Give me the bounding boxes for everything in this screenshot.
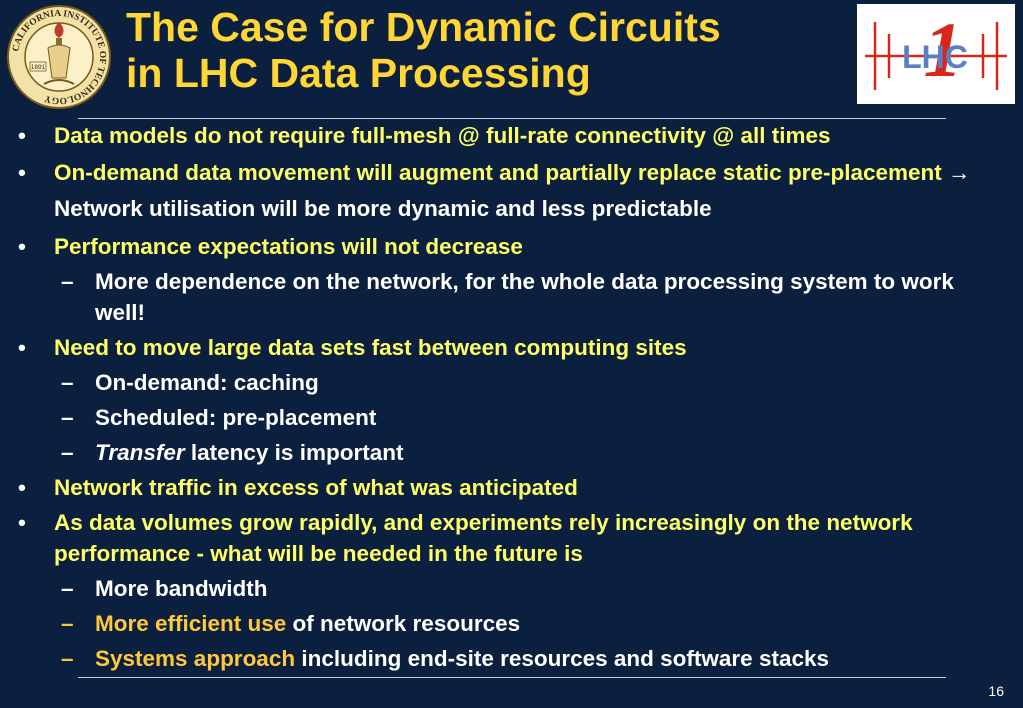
bullet-marker: • <box>18 234 26 259</box>
page-number: 16 <box>988 683 1004 699</box>
bullet-text: Performance expectations will not decrea… <box>54 234 523 259</box>
bullet-marker: • <box>18 335 26 360</box>
sub-list-item: – On-demand: caching <box>14 367 1004 398</box>
sub-list-item: – Transfer latency is important <box>14 437 1004 468</box>
dash-marker: – <box>61 646 74 671</box>
list-item: • Performance expectations will not decr… <box>14 231 1004 262</box>
title-line-2: in LHC Data Processing <box>126 50 591 96</box>
title-line-1: The Case for Dynamic Circuits <box>126 4 721 50</box>
bullet-text: Network traffic in excess of what was an… <box>54 475 578 500</box>
sub-item-text: More bandwidth <box>95 576 268 601</box>
dash-marker: – <box>61 440 74 465</box>
bullet-text: Data models do not require full-mesh @ f… <box>54 123 831 148</box>
list-item: • As data volumes grow rapidly, and expe… <box>14 507 1004 569</box>
sub-item-text: More dependence on the network, for the … <box>95 269 954 325</box>
arrow-icon: → <box>948 160 971 185</box>
bullet-marker: • <box>18 160 26 185</box>
bullet-marker: • <box>18 510 26 535</box>
bullet-text: Need to move large data sets fast betwee… <box>54 335 687 360</box>
sub-item-text: latency is important <box>184 440 404 465</box>
sub-item-text: including end-site resources and softwar… <box>295 646 830 671</box>
bullet-text: As data volumes grow rapidly, and experi… <box>54 510 913 566</box>
sub-item-text: of network resources <box>286 611 521 636</box>
sub-list-item: – Systems approach including end-site re… <box>14 643 1004 674</box>
sub-item-italic: Transfer <box>95 440 185 465</box>
sub-list-item: – More efficient use of network resource… <box>14 608 1004 639</box>
list-item: • Network traffic in excess of what was … <box>14 472 1004 503</box>
dash-marker: – <box>61 370 74 395</box>
dash-marker: – <box>61 269 74 294</box>
sub-item-text: On-demand: caching <box>95 370 319 395</box>
caltech-logo: CALIFORNIA INSTITUTE OF TECHNOLOGY 1891 <box>6 4 112 110</box>
seal-year: 1891 <box>31 64 46 71</box>
bullet-text-continuation: Network utilisation will be more dynamic… <box>54 196 712 221</box>
sub-item-text: Scheduled: pre-placement <box>95 405 377 430</box>
bullet-list: • Data models do not require full-mesh @… <box>14 116 1004 674</box>
sub-item-highlight: Systems approach <box>95 646 296 671</box>
bullet-marker: • <box>18 475 26 500</box>
sub-list-item: – More bandwidth <box>14 573 1004 604</box>
dash-marker: – <box>61 611 74 636</box>
page-title: The Case for Dynamic Circuits in LHC Dat… <box>126 4 846 96</box>
lhc-logo: 1 LHC <box>857 4 1015 104</box>
lhc-logo-letters: LHC <box>902 39 968 75</box>
title-divider <box>78 118 946 119</box>
list-item: • On-demand data movement will augment a… <box>14 155 1004 227</box>
footer-divider <box>78 677 946 678</box>
list-item: • Need to move large data sets fast betw… <box>14 332 1004 363</box>
list-item: • Data models do not require full-mesh @… <box>14 120 1004 151</box>
sub-item-highlight: More efficient use <box>95 611 287 636</box>
lhc-logo-numeral: 1 <box>924 6 963 93</box>
bullet-text: On-demand data movement will augment and… <box>54 160 942 185</box>
sub-list-item: – More dependence on the network, for th… <box>14 266 1004 328</box>
sub-list-item: – Scheduled: pre-placement <box>14 402 1004 433</box>
bullet-marker: • <box>18 123 26 148</box>
dash-marker: – <box>61 576 74 601</box>
dash-marker: – <box>61 405 74 430</box>
